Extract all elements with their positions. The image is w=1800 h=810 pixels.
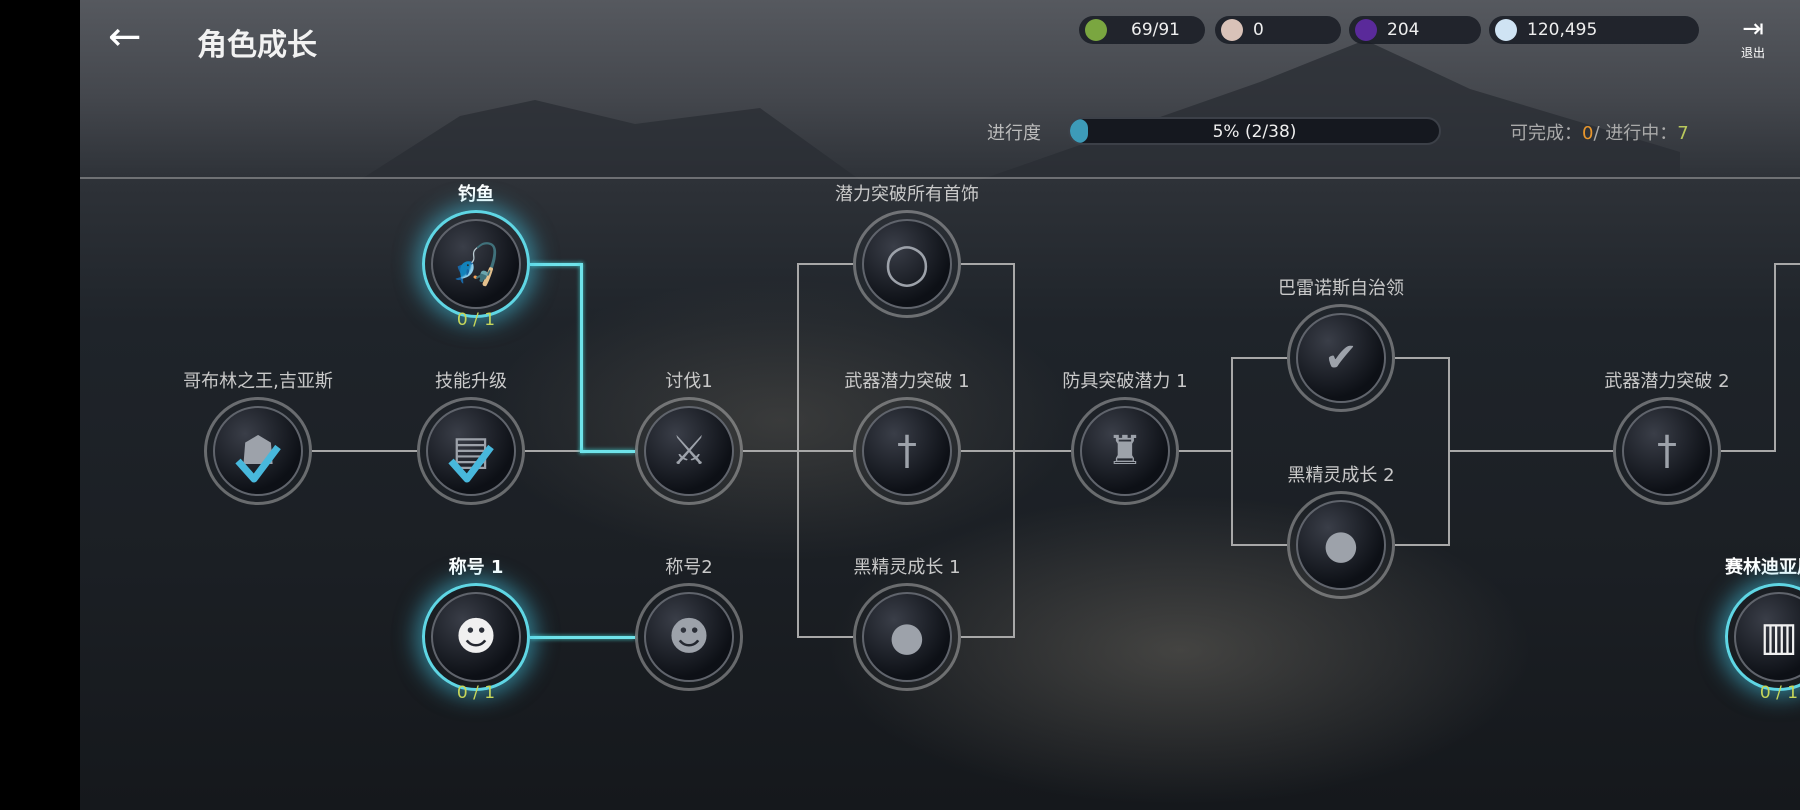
connector <box>1231 357 1233 546</box>
exit-button[interactable]: ⇥退出 <box>1735 14 1771 61</box>
progress-text: 5% (2/38) <box>1212 122 1297 142</box>
connector-active <box>530 636 635 639</box>
node-label: 巴雷诺斯自治领 <box>1278 278 1404 299</box>
silver-coin-icon <box>1495 19 1517 41</box>
page-title: 角色成长 <box>197 28 317 63</box>
connector <box>1231 357 1287 359</box>
connector <box>797 636 853 638</box>
progress-bar: 5% (2/38) <box>1068 117 1441 145</box>
resource-dark-crystal: 204 <box>1349 16 1481 44</box>
pearl-icon <box>1221 19 1243 41</box>
connector <box>1721 450 1775 452</box>
node-ring[interactable] <box>853 397 961 505</box>
connector-active <box>580 450 635 453</box>
node-ring[interactable] <box>417 397 525 505</box>
checkmark-icon <box>235 444 281 483</box>
connector <box>1179 450 1231 452</box>
stamina-icon <box>1085 19 1107 41</box>
flame-icon: ● <box>862 592 952 682</box>
book-icon: ▥ <box>1734 592 1800 682</box>
node-count: 0 / 1 <box>456 683 496 703</box>
node-label: 黑精灵成长 2 <box>1287 465 1395 486</box>
node-label: 赛林迪亚居民 <box>1725 557 1800 578</box>
divider <box>80 177 1800 179</box>
sword-icon: † <box>1622 406 1712 496</box>
progress-fill <box>1070 119 1089 143</box>
scroll-check-icon: ✔ <box>1296 313 1386 403</box>
armor-icon: ♜ <box>1080 406 1170 496</box>
node-label: 防具突破潜力 1 <box>1062 371 1188 392</box>
node-label: 称号2 <box>665 557 713 578</box>
goblin-king-icon: ☗ <box>213 406 303 496</box>
title-users-icon: ☻ <box>644 592 734 682</box>
resource-pearl: 0 <box>1215 16 1341 44</box>
checkmark-icon <box>448 444 494 483</box>
resource-silver: 120,495 <box>1489 16 1699 44</box>
connector <box>1448 450 1613 452</box>
connector <box>1231 544 1287 546</box>
connector <box>1395 357 1449 359</box>
fishing-icon: 🎣 <box>431 219 521 309</box>
shield-swords-icon: ⚔ <box>644 406 734 496</box>
node-ring[interactable] <box>204 397 312 505</box>
resource-stamina: 69/91 <box>1079 16 1205 44</box>
node-label: 讨伐1 <box>665 371 713 392</box>
node-ring[interactable] <box>853 583 961 691</box>
node-ring[interactable] <box>1071 397 1179 505</box>
node-ring[interactable] <box>1613 397 1721 505</box>
connector-active <box>580 263 583 453</box>
ring-icon: ◯ <box>862 219 952 309</box>
connector <box>1395 544 1449 546</box>
node-label: 技能升级 <box>435 371 507 392</box>
connector <box>961 263 1014 265</box>
arrow-left-icon: ← <box>108 14 142 60</box>
progress-label: 进行度 <box>987 123 1041 144</box>
connector-active <box>530 263 582 266</box>
connector <box>743 450 797 452</box>
flame-icon: ● <box>1296 500 1386 590</box>
skill-book-icon: ▤ <box>426 406 516 496</box>
sword-icon: † <box>862 406 952 496</box>
node-count: 0 / 1 <box>456 310 496 330</box>
connector <box>961 636 1014 638</box>
node-label: 潜力突破所有首饰 <box>835 184 979 205</box>
quest-status: 可完成：0/ 进行中：7 <box>1510 123 1689 144</box>
node-ring[interactable] <box>635 397 743 505</box>
connector <box>1774 263 1800 265</box>
node-label: 称号 1 <box>448 557 504 578</box>
node-ring[interactable] <box>1287 304 1395 412</box>
node-ring[interactable] <box>635 583 743 691</box>
node-label: 武器潜力突破 1 <box>844 371 970 392</box>
node-ring[interactable] <box>853 210 961 318</box>
connector <box>797 263 853 265</box>
node-label: 哥布林之王,吉亚斯 <box>183 371 333 392</box>
connector <box>312 450 417 452</box>
node-ring[interactable] <box>422 210 530 318</box>
connector <box>961 450 1071 452</box>
title-users-icon: ☻ <box>431 592 521 682</box>
node-label: 黑精灵成长 1 <box>853 557 961 578</box>
node-count: 0 / 1 <box>1759 683 1799 703</box>
back-button[interactable]: ← <box>108 17 142 57</box>
connector <box>797 450 853 452</box>
node-label: 武器潜力突破 2 <box>1604 371 1730 392</box>
dark-crystal-icon <box>1355 19 1377 41</box>
node-ring[interactable] <box>1287 491 1395 599</box>
node-label: 钓鱼 <box>458 184 494 205</box>
connector <box>1774 263 1776 452</box>
node-ring[interactable] <box>422 583 530 691</box>
exit-door-icon: ⇥ <box>1742 14 1764 44</box>
